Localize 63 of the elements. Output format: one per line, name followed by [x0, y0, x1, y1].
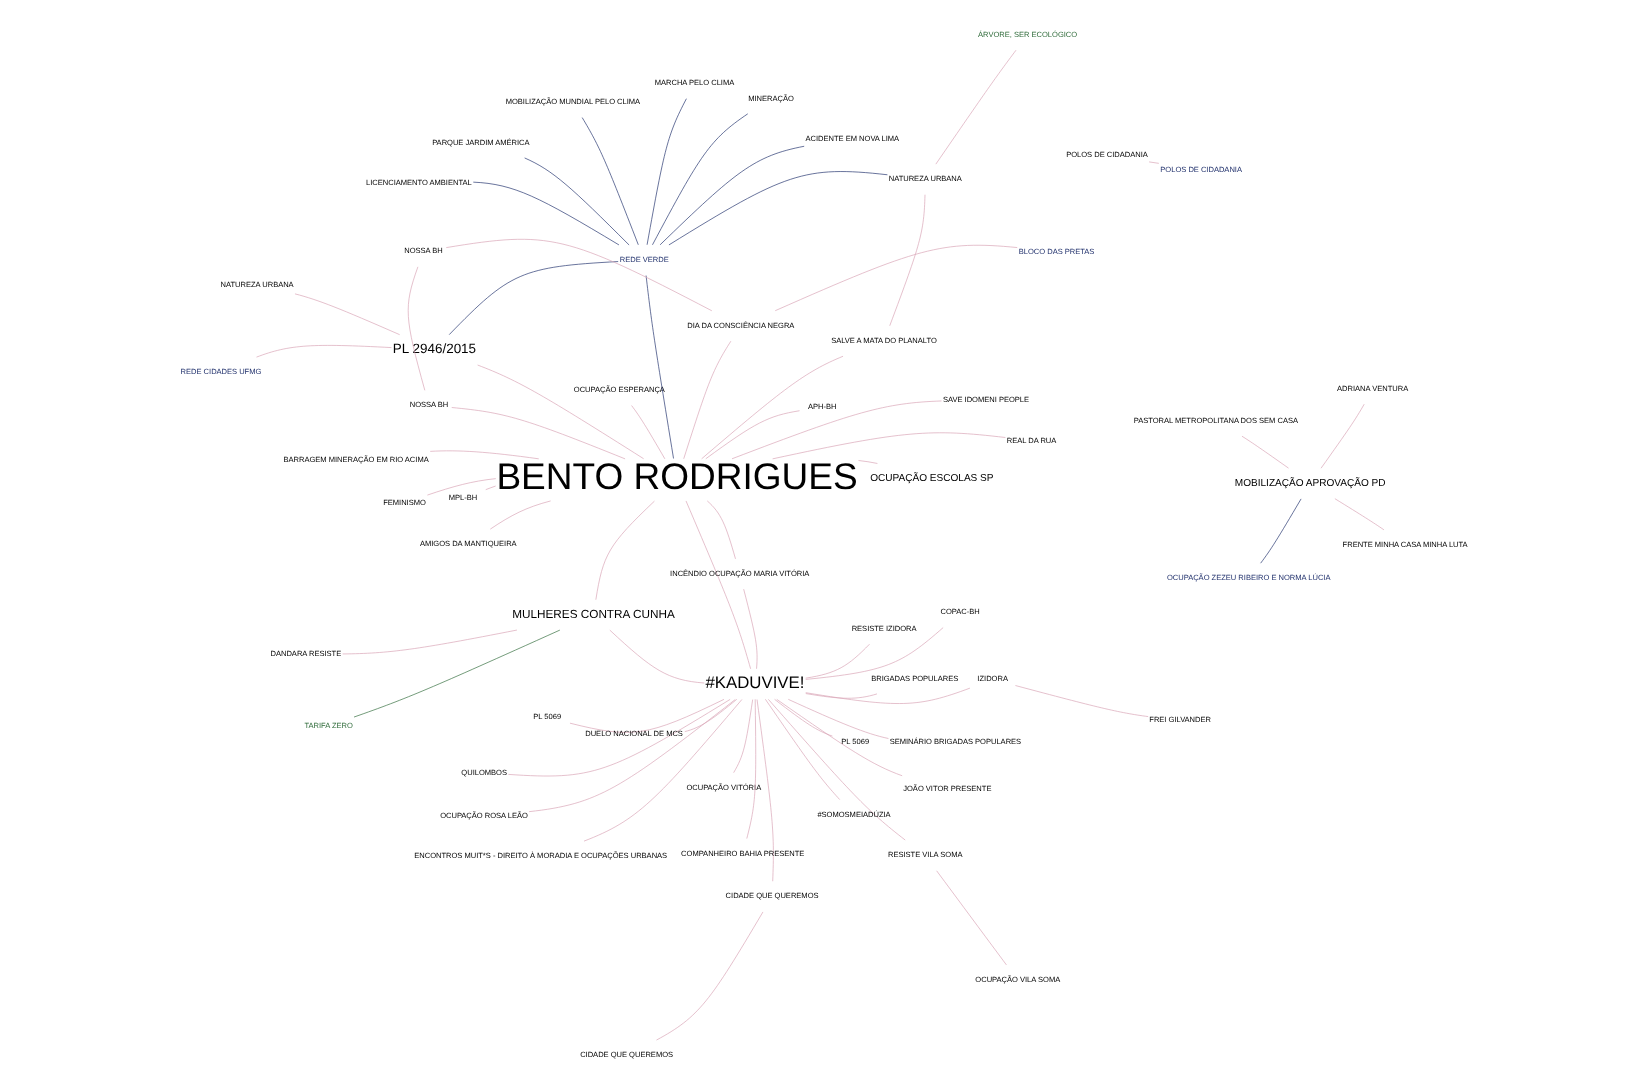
- connector: [706, 500, 736, 560]
- connector: [294, 293, 400, 335]
- connector: [787, 699, 889, 739]
- connector: [595, 500, 655, 601]
- connector: [746, 699, 757, 839]
- connector: [774, 244, 1018, 312]
- connector: [528, 699, 736, 812]
- connector: [805, 693, 878, 699]
- connector: [805, 687, 971, 704]
- connector: [445, 239, 713, 312]
- connector: [805, 627, 944, 680]
- connector: [451, 407, 626, 460]
- connector: [756, 699, 774, 882]
- connector: [489, 500, 551, 530]
- connector: [1320, 403, 1365, 469]
- connector: [743, 588, 758, 670]
- node-text: #KADUVIVE!: [705, 672, 805, 693]
- connector: [858, 460, 878, 464]
- connector: [659, 145, 805, 246]
- connector: [1015, 685, 1149, 717]
- connector: [427, 478, 497, 496]
- connector: [774, 699, 833, 737]
- connector: [581, 117, 639, 246]
- connector: [1241, 435, 1289, 469]
- connector: [805, 643, 870, 679]
- connector: [656, 911, 764, 1041]
- connector: [685, 500, 751, 670]
- connector: [485, 485, 496, 490]
- connector: [936, 870, 1007, 966]
- connector: [935, 49, 1017, 165]
- connector: [701, 355, 844, 460]
- connector: [765, 698, 841, 800]
- connector: [342, 629, 518, 655]
- connector: [353, 629, 561, 718]
- connector: [1260, 498, 1302, 564]
- connector: [508, 699, 731, 777]
- connector: [477, 364, 644, 460]
- connector: [1334, 498, 1385, 531]
- connector: [683, 340, 732, 460]
- connector: [889, 194, 926, 327]
- connector: [407, 266, 426, 391]
- connector: [448, 261, 619, 335]
- connector: [731, 400, 942, 460]
- connector: [772, 432, 1006, 460]
- connector: [429, 450, 540, 460]
- connector: [524, 157, 630, 246]
- connector: [705, 410, 800, 460]
- connector: [256, 345, 392, 358]
- connector: [733, 699, 753, 773]
- connector: [472, 181, 620, 246]
- connector: [776, 699, 903, 777]
- connector: [631, 405, 666, 460]
- connector: [652, 113, 749, 246]
- connector: [768, 699, 906, 841]
- connector: [684, 698, 738, 732]
- connector: [645, 275, 674, 459]
- connector: [1148, 161, 1160, 164]
- connector: [646, 98, 687, 246]
- connector: [609, 629, 705, 684]
- connector: [583, 699, 743, 842]
- connector: [668, 171, 888, 246]
- node-text: BENTO RODRIGUES: [496, 455, 858, 498]
- connector: [569, 699, 725, 733]
